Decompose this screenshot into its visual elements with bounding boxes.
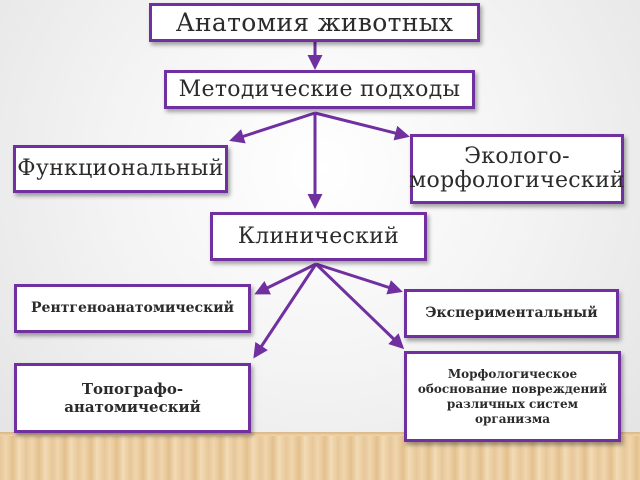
arrow-clinical-to-experimental <box>315 262 403 295</box>
topo-anatomical-box: Топографо- анатомический <box>14 363 251 433</box>
functional-box: Функциональный <box>13 145 228 193</box>
methods-box: Методические подходы <box>164 70 475 109</box>
arrow-clinical-to-topo <box>253 263 318 359</box>
clinical-text: Клинический <box>237 223 400 249</box>
experimental-text: Экспериментальный <box>425 305 598 322</box>
arrow-clinical-to-morph <box>314 262 405 350</box>
topo-line-1: Топографо- <box>81 380 184 398</box>
title-box: Анатомия животных <box>149 3 480 42</box>
morph-line-3: различных систем <box>446 396 579 411</box>
morph-line-1: Морфологическое <box>447 366 578 381</box>
clinical-box: Клинический <box>210 212 427 261</box>
methods-text: Методические подходы <box>178 76 461 102</box>
eco-line-2: морфологический <box>409 168 625 193</box>
eco-morphological-box: Эколого- морфологический <box>409 134 625 204</box>
functional-text: Функциональный <box>17 156 224 182</box>
arrow-methods-to-eco <box>314 111 410 141</box>
morph-line-4: организма <box>474 411 551 426</box>
rentgen-box: Рентгеноанатомический <box>14 284 251 333</box>
morph-line-2: обоснование повреждений <box>417 381 608 396</box>
arrow-methods-to-functional <box>229 111 316 144</box>
rentgen-text: Рентгеноанатомический <box>31 300 234 317</box>
arrow-clinical-to-rentgen <box>254 262 317 295</box>
eco-line-1: Эколого- <box>464 144 570 170</box>
experimental-box: Экспериментальный <box>404 289 619 338</box>
topo-line-2: анатомический <box>64 398 201 416</box>
title-text: Анатомия животных <box>175 8 454 37</box>
morphological-box: Морфологическое обоснование повреждений … <box>404 351 621 442</box>
